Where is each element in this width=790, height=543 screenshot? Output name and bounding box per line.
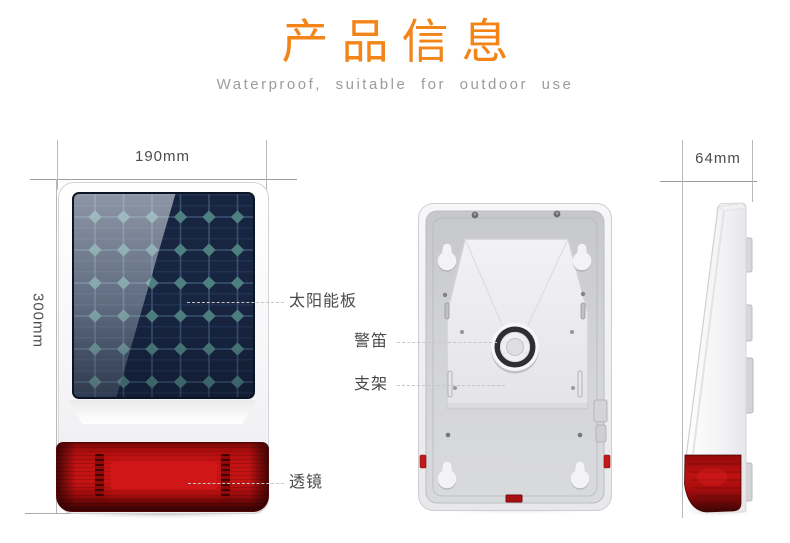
side-body: [685, 202, 747, 513]
side-top-face: [716, 202, 747, 212]
plate-screw: [460, 330, 464, 334]
page-title: 产品信息: [281, 15, 522, 68]
lens-label: 透镜: [289, 474, 324, 491]
side-seam: [692, 210, 725, 455]
solar-panel-frame: [72, 192, 255, 399]
bracket-leader-line: [397, 385, 505, 386]
lens-post-left: [95, 454, 104, 496]
solar-panel-label: 太阳能板: [289, 293, 358, 310]
side-depth-ext-left: [682, 140, 683, 518]
lens-leader-line: [188, 483, 284, 484]
front-device: [56, 182, 269, 514]
siren-leader-line: [397, 342, 497, 343]
side-depth-ext-right: [752, 140, 753, 202]
siren: [491, 323, 539, 374]
front-height-dimension: 300mm: [29, 292, 47, 349]
side-device: [684, 202, 754, 513]
plate-screw: [453, 386, 457, 390]
plate-slot-right: [577, 370, 583, 398]
front-width-ext-left: [57, 140, 58, 190]
bracket-label: 支架: [354, 376, 389, 393]
keyhole-upper-left: [437, 243, 457, 272]
latch-upper: [593, 399, 608, 423]
page-subtitle: Waterproof, suitable for outdoor use: [216, 76, 574, 93]
plate-screw: [570, 330, 574, 334]
screw-hole: [580, 291, 586, 297]
bottom-red-window: [505, 494, 523, 503]
lens-post-right: [221, 454, 230, 496]
back-device: [418, 203, 612, 511]
lens-highlight: [111, 462, 217, 489]
latch-lower: [595, 424, 607, 443]
side-slot-left: [444, 302, 450, 320]
screw-hole: [445, 432, 451, 438]
keyhole-lower-right: [570, 461, 590, 490]
solar-panel-leader-line: [187, 302, 284, 303]
front-width-dimension: 190mm: [134, 148, 191, 165]
plate-slot-left: [447, 370, 453, 398]
screw-hole: [442, 292, 448, 298]
plate-screw: [571, 386, 575, 390]
siren-label: 警笛: [354, 333, 389, 350]
side-depth-dimension: 64mm: [695, 150, 741, 167]
keyhole-upper-right: [572, 243, 592, 272]
side-front-edge: [685, 206, 719, 459]
front-bezel: [68, 400, 257, 424]
solar-panel-cells: [73, 193, 254, 398]
red-tab-left: [419, 454, 427, 469]
top-screws: [471, 210, 561, 219]
front-height-dimension-line: [56, 179, 57, 513]
side-depth-dimension-line: [660, 181, 757, 182]
keyhole-lower-left: [437, 461, 457, 490]
screw-hole: [577, 432, 583, 438]
front-width-dimension-line: [30, 179, 297, 180]
side-lens: [684, 454, 742, 513]
strobe-lens: [56, 442, 269, 512]
red-tab-right: [603, 454, 611, 469]
side-slot-right: [580, 302, 586, 320]
front-width-ext-right: [266, 140, 267, 190]
solar-panel: [72, 192, 255, 399]
